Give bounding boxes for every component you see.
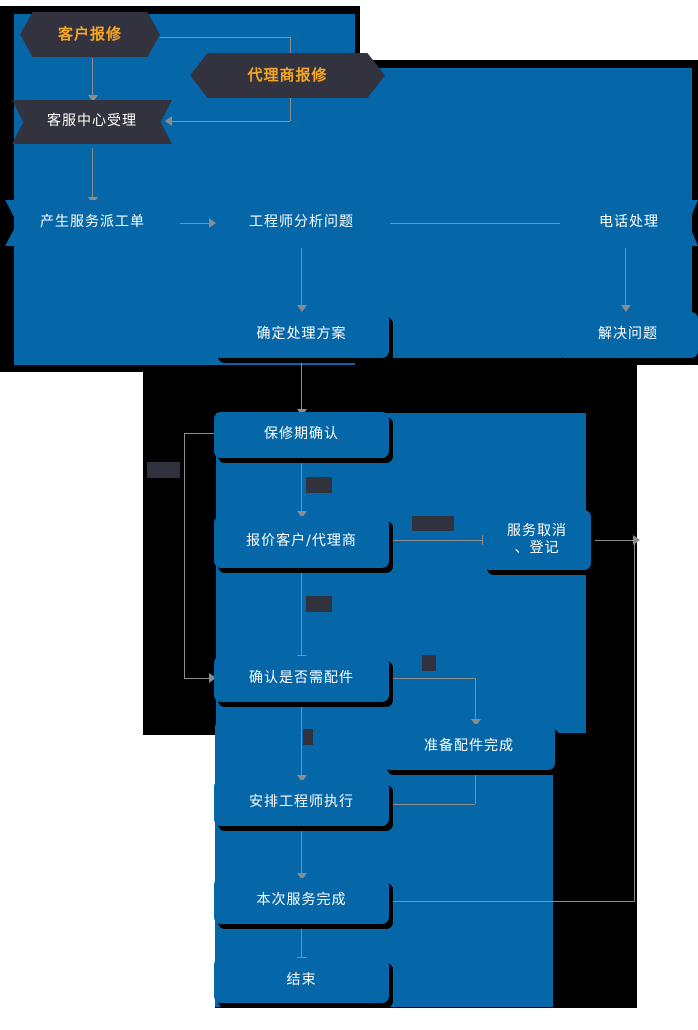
node-quote-customer-agent[interactable]: 报价客户/代理商 [214, 516, 389, 568]
connector-n1-n3-vertical [92, 58, 93, 96]
connector-n12-n14-vertical [301, 704, 302, 776]
node-end[interactable]: 结束 [214, 958, 389, 1003]
connector-n7-n9-vertical [301, 358, 302, 410]
connector-n10-n12-vertical [301, 568, 302, 656]
connector-n1-n2-vertical [290, 37, 291, 57]
arrow-n5-n7 [297, 305, 307, 312]
connector-loopback-vertical [184, 433, 185, 678]
edge-label-obscured-n12-n14 [303, 729, 313, 745]
connector-n3-n4-vertical [92, 148, 93, 198]
node-service-completed[interactable]: 本次服务完成 [214, 878, 389, 924]
node-problem-solved[interactable]: 解决问题 [558, 312, 698, 358]
node-determine-solution[interactable]: 确定处理方案 [214, 312, 389, 358]
connector-rail-vertical [634, 540, 635, 901]
connector-n5-n6-horizontal [390, 223, 560, 224]
connector-n12-n13-horizontal [390, 678, 475, 679]
node-service-cancel-register[interactable]: 服务取消 、登记 [483, 510, 591, 570]
node-customer-report[interactable]: 客户报修 [20, 12, 160, 57]
node-warranty-confirm[interactable]: 保修期确认 [214, 412, 389, 458]
arrow-n4-n5 [209, 218, 216, 228]
connector-n4-n5-horizontal [180, 223, 210, 224]
edge-label-obscured-loopback [147, 462, 180, 478]
connector-n15-n16-vertical [301, 926, 302, 958]
connector-n13-n14-horizontal [390, 804, 475, 805]
node-agent-report[interactable]: 代理商报修 [190, 53, 385, 98]
node-engineer-analyze-problem[interactable]: 工程师分析问题 [214, 200, 389, 246]
connector-n2-n3-horizontal [172, 121, 290, 122]
arrow-n12-n13 [471, 719, 481, 726]
node-parts-ready[interactable]: 准备配件完成 [383, 724, 555, 770]
connector-loopback-bottom-horizontal [184, 678, 210, 679]
arrow-n11-exit [633, 535, 640, 545]
node-assign-engineer[interactable]: 安排工程师执行 [214, 780, 389, 826]
arrow-n2-n3 [165, 116, 172, 126]
node-confirm-parts-needed[interactable]: 确认是否需配件 [214, 656, 389, 702]
connector-n5-n7-vertical [301, 248, 302, 306]
edge-label-obscured-n10-n11 [412, 516, 454, 531]
connector-n1-n2-horizontal [160, 37, 290, 38]
connector-n9-n10-vertical [301, 460, 302, 512]
edge-label-obscured-n9-n10 [306, 477, 332, 493]
connector-n14-n15-vertical [301, 828, 302, 874]
connector-n11-exit-horizontal [592, 540, 634, 541]
connector-n12-n13-vertical [475, 678, 476, 720]
edge-label-obscured-n12-n13 [422, 655, 436, 671]
arrow-n14-n15 [297, 873, 307, 880]
node-service-center-accept[interactable]: 客服中心受理 [12, 100, 172, 144]
connector-n2-n3-vertical [290, 97, 291, 121]
arrow-n1-n3 [88, 95, 98, 102]
connector-n6-n8-vertical [625, 248, 626, 306]
arrow-n12-n14 [297, 775, 307, 782]
node-generate-work-order[interactable]: 产生服务派工单 [5, 200, 180, 246]
connector-n10-n11-horizontal [390, 540, 483, 541]
arrow-n9-n10 [297, 511, 307, 518]
arrow-loopback-n12 [209, 673, 216, 683]
connector-n15-rail-horizontal [390, 901, 635, 902]
connector-loopback-top-horizontal [184, 433, 216, 434]
arrow-n6-n8 [621, 305, 631, 312]
connector-n13-n14-vertical [475, 772, 476, 804]
edge-label-obscured-n10-n12 [306, 596, 332, 612]
node-phone-handling[interactable]: 电话处理 [560, 200, 698, 246]
